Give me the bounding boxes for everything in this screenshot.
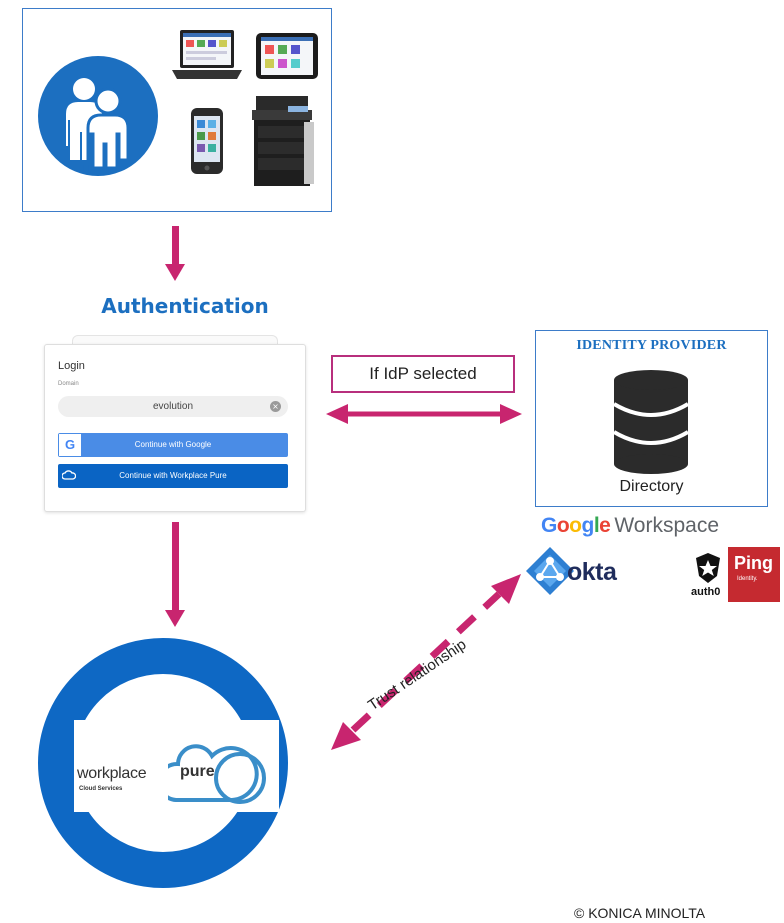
directory-label: Directory (619, 478, 684, 495)
login-title: Login (58, 360, 85, 372)
azure-ad-icon (526, 547, 574, 595)
ping-identity-logo (728, 547, 780, 602)
workplace-word: workplace (77, 765, 147, 782)
domain-input[interactable] (58, 396, 288, 417)
smartphone-icon (191, 108, 223, 174)
domain-label: Domain (58, 381, 79, 387)
google-letter: g (581, 514, 595, 537)
arrow-user-to-auth (172, 226, 179, 266)
pure-cloud-logo-icon (168, 744, 266, 804)
clear-icon[interactable]: × (270, 401, 281, 412)
arrow-head-down (165, 264, 185, 281)
workspace-text: Workspace (614, 514, 720, 537)
if-idp-selected-label: If IdP selected (331, 355, 515, 393)
authentication-title: Authentication (101, 294, 269, 318)
arrow-login-idp-bidirectional (326, 404, 522, 424)
continue-with-google-button[interactable]: Continue with Google (58, 433, 288, 457)
database-icon (612, 370, 690, 474)
auth0-logo: auth0 (691, 586, 721, 598)
google-letter: G (541, 514, 557, 537)
google-letter: o (569, 514, 582, 537)
copyright-text: © KONICA MINOLTA (574, 905, 706, 921)
arrow-auth-to-pure (172, 522, 179, 612)
users-icon (66, 78, 130, 170)
identity-provider-title: IDENTITY PROVIDER (576, 338, 727, 353)
google-g-icon: G (59, 434, 81, 456)
google-letter: l (593, 514, 600, 537)
auth0-icon (696, 553, 720, 583)
google-letter: o (556, 514, 570, 537)
trust-arrow-dashed (331, 574, 521, 750)
printer-icon (252, 96, 314, 186)
ping-identity-subtext: Identity. (737, 576, 758, 582)
laptop-icon (172, 30, 242, 79)
continue-with-workplace-pure-button[interactable]: Continue with Workplace Pure (58, 464, 288, 488)
user-avatar (38, 56, 158, 176)
tablet-icon (256, 33, 318, 79)
workplace-cloud-icon (62, 470, 76, 480)
google-letter: e (599, 514, 611, 537)
ping-text: Ping (734, 553, 773, 573)
user-label: User (82, 163, 114, 177)
okta-logo: okta (567, 558, 617, 586)
cloud-services-label: Cloud Services (79, 786, 123, 792)
pure-word: pure (180, 763, 215, 780)
arrow-head-down (165, 610, 185, 627)
